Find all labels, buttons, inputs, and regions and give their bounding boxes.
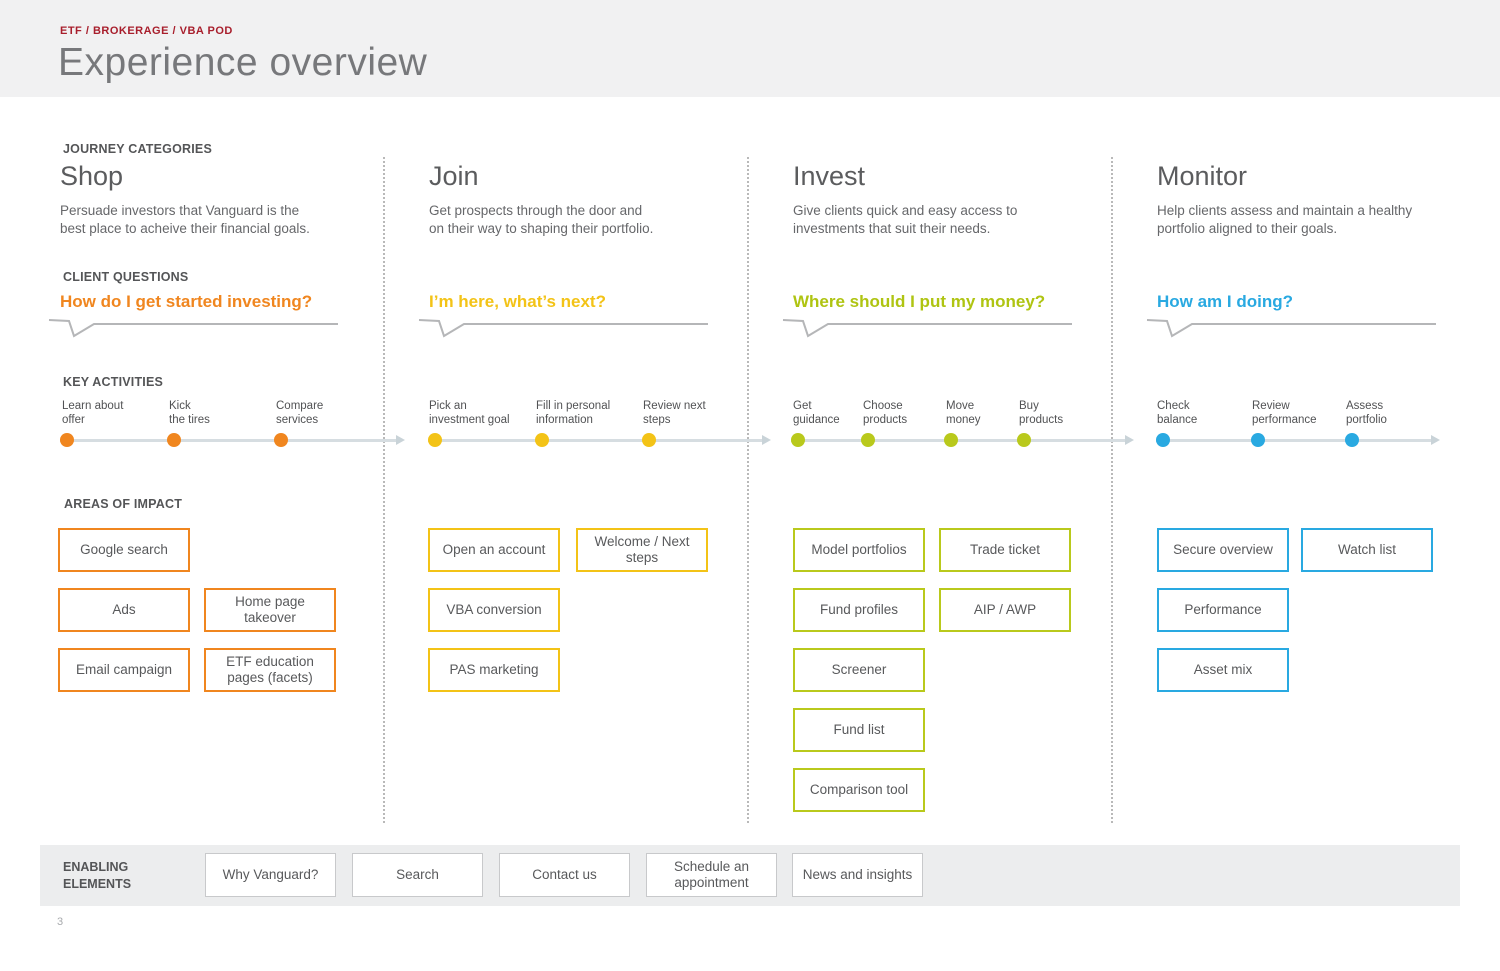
activity-label: Review next steps: [643, 400, 706, 426]
timeline-arrow-icon: [1431, 435, 1440, 445]
activity-label: Check balance: [1157, 400, 1198, 426]
enabling-element-box: Contact us: [499, 853, 630, 897]
speech-bubble-tail: [1146, 319, 1436, 338]
speech-bubble-tail: [782, 319, 1072, 338]
page-number: 3: [57, 916, 64, 928]
activity-label: Get guidance: [793, 400, 840, 426]
activity-dot: [791, 433, 805, 447]
activity-dot: [167, 433, 181, 447]
section-label-journey-categories: JOURNEY CATEGORIES: [63, 142, 212, 156]
section-label-client-questions: CLIENT QUESTIONS: [63, 270, 189, 284]
impact-box: Model portfolios: [793, 528, 925, 572]
impact-box: Screener: [793, 648, 925, 692]
page-title: Experience overview: [58, 41, 428, 84]
impact-box: Google search: [58, 528, 190, 572]
activity-dot: [274, 433, 288, 447]
activity-dot: [1251, 433, 1265, 447]
speech-bubble-tail: [48, 319, 338, 338]
section-label-enabling-elements: ENABLING ELEMENTS: [63, 860, 132, 891]
activity-label: Choose products: [863, 400, 908, 426]
column-divider: [1111, 157, 1113, 823]
timeline: [1156, 439, 1431, 442]
timeline: [791, 439, 1125, 442]
activity-dot: [535, 433, 549, 447]
activity-label: Review performance: [1252, 400, 1317, 426]
category-description: Get prospects through the door and on th…: [429, 203, 654, 236]
activity-label: Buy products: [1019, 400, 1064, 426]
timeline-arrow-icon: [1125, 435, 1134, 445]
impact-box: Fund profiles: [793, 588, 925, 632]
impact-box: VBA conversion: [428, 588, 560, 632]
section-label-key-activities: KEY ACTIVITIES: [63, 375, 164, 389]
impact-box: PAS marketing: [428, 648, 560, 692]
timeline: [428, 439, 762, 442]
column-divider: [747, 157, 749, 823]
activity-label: Pick an investment goal: [429, 400, 510, 426]
category-title: Shop: [60, 161, 124, 191]
breadcrumb: ETF / BROKERAGE / VBA POD: [60, 25, 233, 37]
client-question: How do I get started investing?: [60, 292, 313, 311]
impact-box: Secure overview: [1157, 528, 1289, 572]
activity-dot: [861, 433, 875, 447]
client-question: Where should I put my money?: [793, 292, 1046, 311]
activity-label: Compare services: [276, 400, 324, 426]
activity-label: Move money: [946, 400, 981, 426]
enabling-element-box: Search: [352, 853, 483, 897]
section-label-areas-of-impact: AREAS OF IMPACT: [64, 497, 183, 511]
impact-box: Performance: [1157, 588, 1289, 632]
impact-box: Watch list: [1301, 528, 1433, 572]
impact-box: Fund list: [793, 708, 925, 752]
activity-dot: [1156, 433, 1170, 447]
impact-box: Email campaign: [58, 648, 190, 692]
column-divider: [383, 157, 385, 823]
client-question: I’m here, what’s next?: [429, 292, 606, 311]
activity-dot: [944, 433, 958, 447]
speech-bubble-tail: [418, 319, 708, 338]
category-description: Help clients assess and maintain a healt…: [1157, 203, 1413, 236]
activity-label: Learn about offer: [62, 400, 124, 426]
impact-box: Comparison tool: [793, 768, 925, 812]
client-question: How am I doing?: [1157, 292, 1293, 311]
impact-box: Open an account: [428, 528, 560, 572]
impact-box: Trade ticket: [939, 528, 1071, 572]
impact-box: Asset mix: [1157, 648, 1289, 692]
enabling-elements-bar: ENABLING ELEMENTS Why Vanguard? Search C…: [40, 845, 1460, 906]
impact-box: Welcome / Next steps: [576, 528, 708, 572]
activity-label: Kick the tires: [169, 400, 210, 426]
activity-dot: [1345, 433, 1359, 447]
category-description: Give clients quick and easy access to in…: [793, 203, 1018, 236]
impact-box: Home page takeover: [204, 588, 336, 632]
category-title: Monitor: [1157, 161, 1248, 191]
activity-label: Fill in personal information: [536, 400, 611, 426]
timeline: [60, 439, 396, 442]
activity-label: Assess portfolio: [1346, 400, 1387, 426]
impact-box: ETF education pages (facets): [204, 648, 336, 692]
timeline-arrow-icon: [396, 435, 405, 445]
activity-dot: [428, 433, 442, 447]
category-title: Invest: [793, 161, 866, 191]
enabling-element-box: Why Vanguard?: [205, 853, 336, 897]
category-title: Join: [429, 161, 479, 191]
impact-box: AIP / AWP: [939, 588, 1071, 632]
impact-box: Ads: [58, 588, 190, 632]
activity-dot: [642, 433, 656, 447]
header: ETF / BROKERAGE / VBA POD Experience ove…: [0, 0, 1500, 97]
timeline-arrow-icon: [762, 435, 771, 445]
enabling-element-box: Schedule an appointment: [646, 853, 777, 897]
activity-dot: [1017, 433, 1031, 447]
category-description: Persuade investors that Vanguard is the …: [60, 203, 310, 236]
activity-dot: [60, 433, 74, 447]
enabling-element-box: News and insights: [792, 853, 923, 897]
